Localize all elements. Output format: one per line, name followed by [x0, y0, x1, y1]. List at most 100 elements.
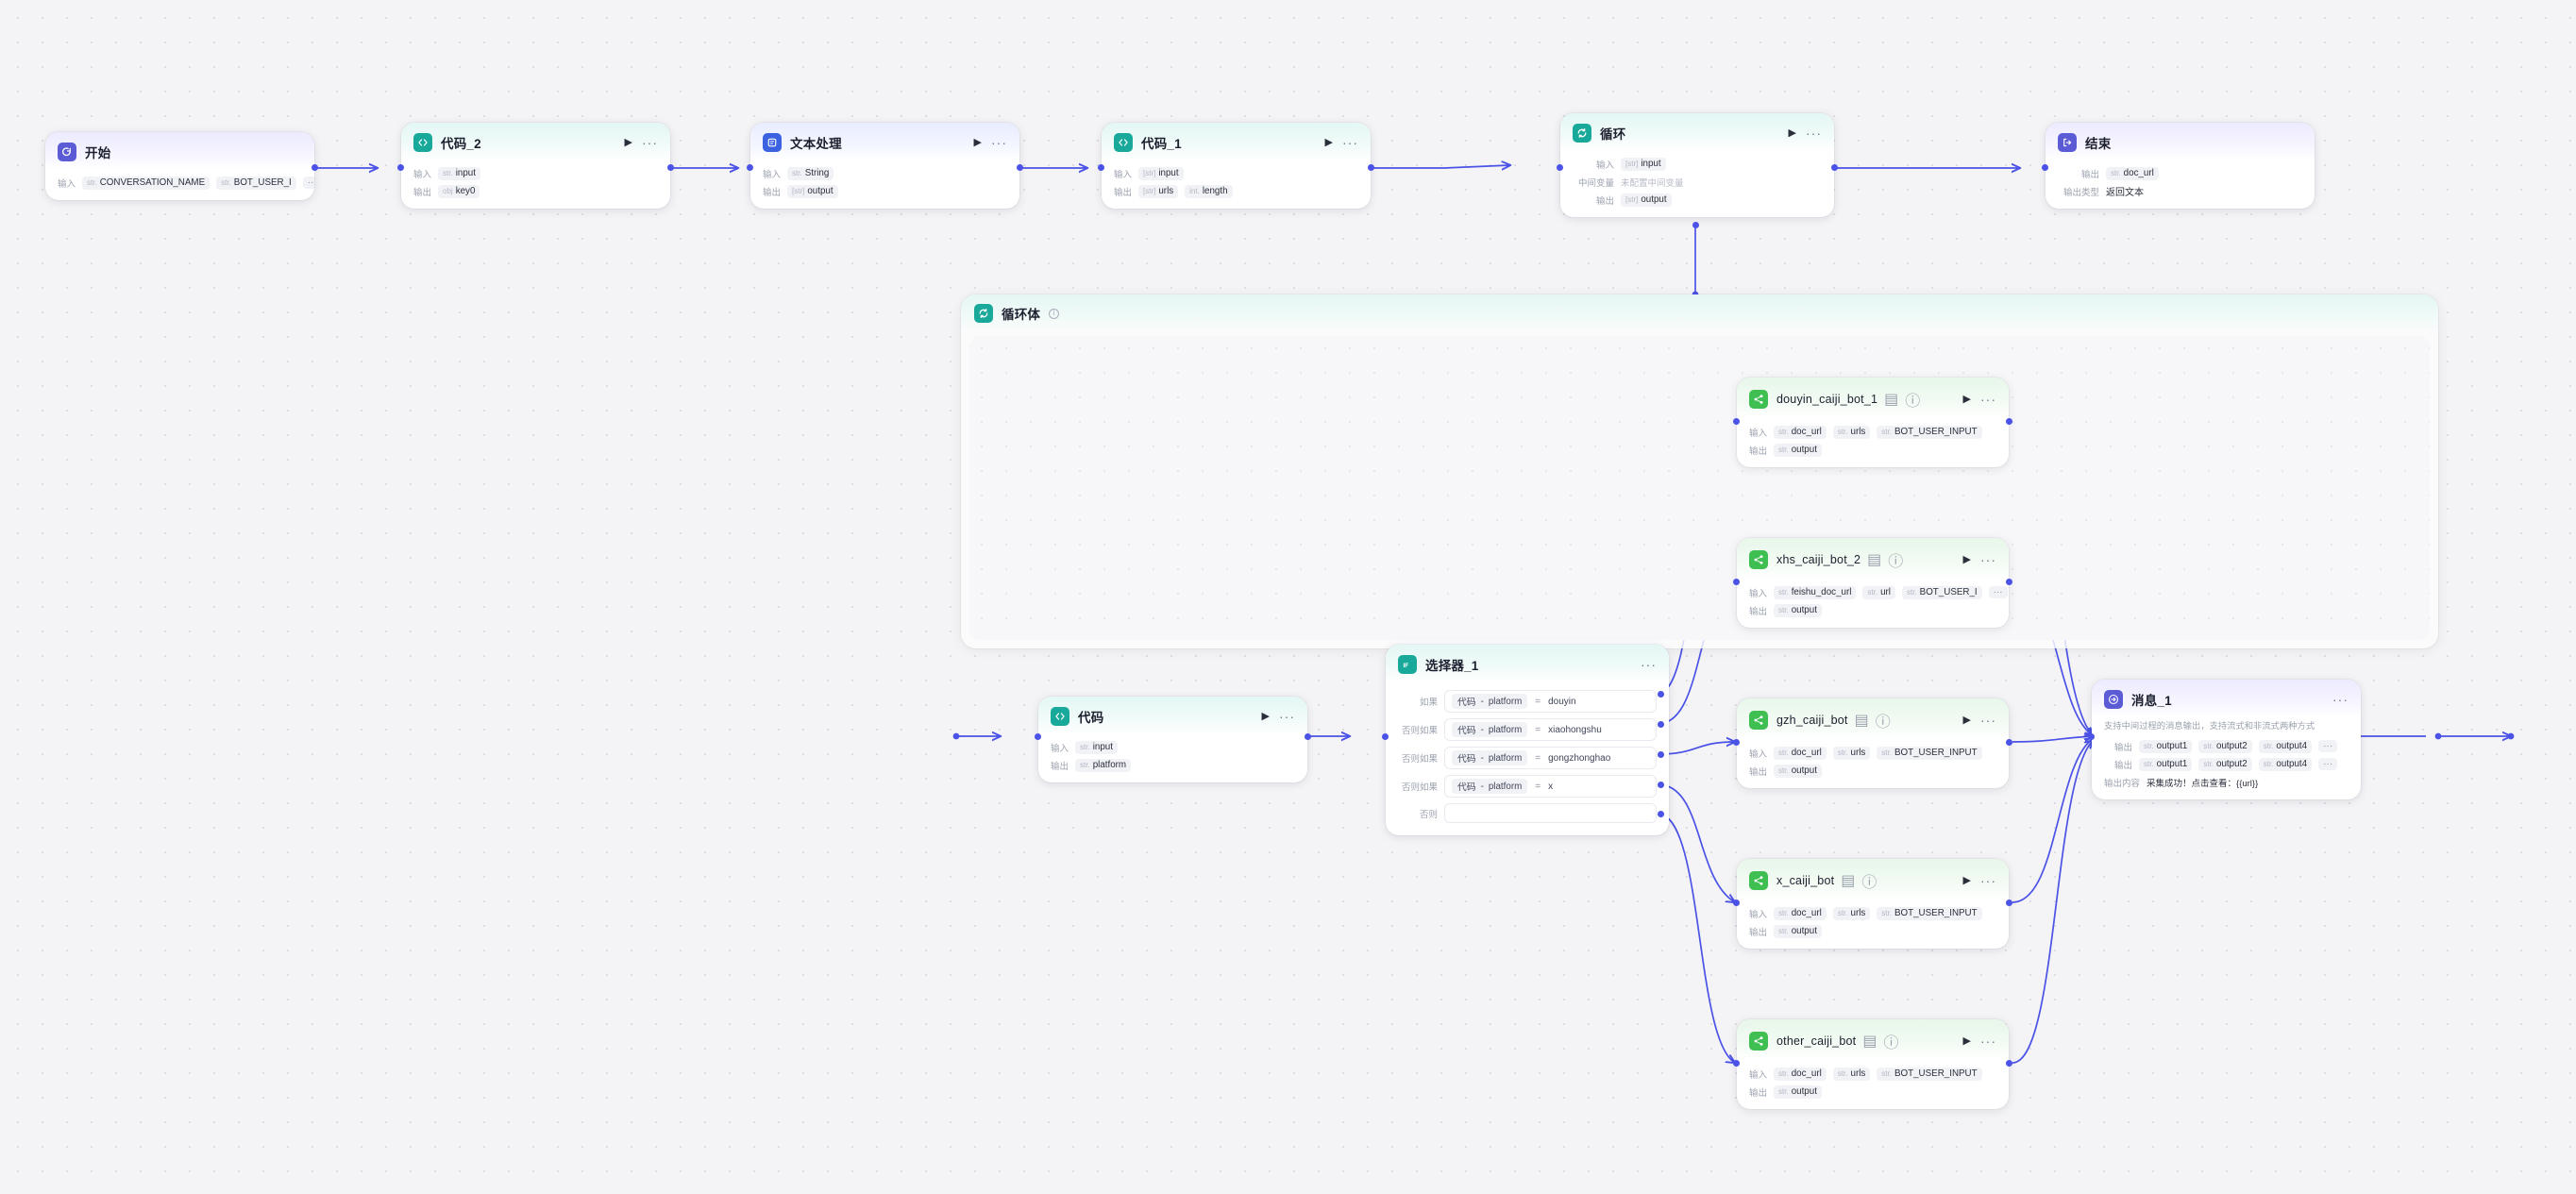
- more-icon[interactable]: ···: [1980, 713, 1996, 728]
- info-icon[interactable]: i: [1049, 308, 1060, 319]
- more-icon[interactable]: ···: [1806, 126, 1822, 141]
- port-x-in[interactable]: [1733, 900, 1740, 906]
- port-start-out[interactable]: [311, 164, 318, 171]
- run-icon[interactable]: ▶: [1261, 710, 1270, 722]
- condition-box[interactable]: 代码-platform = douyin: [1444, 690, 1657, 713]
- port-douyin-in[interactable]: [1733, 418, 1740, 425]
- node-code[interactable]: 代码 ▶ ··· 输入 str.input 输出 str.platform: [1038, 697, 1307, 782]
- node-message-1[interactable]: 消息_1 ··· 支持中间过程的消息输出，支持流式和非流式两种方式 输出 str…: [2092, 680, 2361, 799]
- node-start[interactable]: 开始 输入 str.CONVERSATION_NAME str.BOT_USER…: [45, 132, 314, 200]
- node-x-caiji-bot[interactable]: x_caiji_bot ▤ ⓘ ▶ ··· 输入 str.doc_url str…: [1737, 859, 2009, 949]
- run-icon[interactable]: ▶: [1962, 393, 1971, 405]
- condition-row[interactable]: 否则如果 代码-platform = gongzhonghao: [1398, 747, 1657, 769]
- port-other-out[interactable]: [2006, 1060, 2012, 1067]
- port-message-in[interactable]: [2088, 733, 2095, 740]
- node-gzh-caiji-bot[interactable]: gzh_caiji_bot ▤ ⓘ ▶ ··· 输入 str.doc_url s…: [1737, 698, 2009, 788]
- node-douyin-caiji-bot-1[interactable]: douyin_caiji_bot_1 ▤ ⓘ ▶ ··· 输入 str.doc_…: [1737, 378, 2009, 467]
- more-icon[interactable]: ···: [1342, 135, 1358, 150]
- port-text-process-in[interactable]: [747, 164, 753, 171]
- condition-row[interactable]: 否则如果 代码-platform = x: [1398, 775, 1657, 798]
- node-head-actions: ▶ ···: [1963, 874, 1996, 887]
- info-icon[interactable]: ⓘ: [1883, 1035, 1899, 1051]
- more-icon[interactable]: ···: [2332, 692, 2349, 707]
- run-icon[interactable]: ▶: [1324, 136, 1333, 148]
- port-loop-in[interactable]: [1557, 164, 1563, 171]
- more-icon[interactable]: ···: [1980, 873, 1996, 888]
- port-selector-branch-else[interactable]: [1658, 811, 1664, 817]
- node-title: 代码_2: [441, 137, 481, 151]
- node-code-1[interactable]: 代码_1 ▶ ··· 输入 [str]input 输出 [str]urls in…: [1102, 123, 1371, 209]
- more-icon[interactable]: ···: [1980, 1034, 1996, 1049]
- node-header: xhs_caiji_bot_2 ▤ ⓘ ▶ ···: [1737, 538, 2009, 580]
- run-icon[interactable]: ▶: [1962, 553, 1971, 565]
- port-selector-branch-4[interactable]: [1658, 782, 1664, 788]
- code-icon: [1114, 133, 1133, 152]
- node-header: douyin_caiji_bot_1 ▤ ⓘ ▶ ···: [1737, 378, 2009, 419]
- port-loop-out[interactable]: [1831, 164, 1838, 171]
- run-icon[interactable]: ▶: [1788, 126, 1796, 139]
- node-other-caiji-bot[interactable]: other_caiji_bot ▤ ⓘ ▶ ··· 输入 str.doc_url…: [1737, 1019, 2009, 1109]
- port-x-out[interactable]: [2006, 900, 2012, 906]
- port-gzh-in[interactable]: [1733, 739, 1740, 746]
- more-icon[interactable]: ···: [1980, 552, 1996, 567]
- node-selector-header: IF 选择器_1 ···: [1386, 645, 1669, 682]
- node-description: 支持中间过程的消息输出，支持流式和非流式两种方式: [2104, 721, 2315, 731]
- condition-row[interactable]: 否则如果 代码-platform = xiaohongshu: [1398, 718, 1657, 741]
- overflow-chip[interactable]: ···: [302, 177, 314, 189]
- port-selector-in[interactable]: [1382, 733, 1389, 740]
- port-other-in[interactable]: [1733, 1060, 1740, 1067]
- node-loop-body: 输入 [str]input 中间变量 未配置中间变量 输出 [str]outpu…: [1560, 151, 1834, 217]
- port-code-in[interactable]: [1035, 733, 1041, 740]
- node-loop[interactable]: 循环 ▶ ··· 输入 [str]input 中间变量 未配置中间变量 输出 […: [1560, 113, 1834, 217]
- port-text-process-out[interactable]: [1017, 164, 1023, 171]
- info-icon[interactable]: ⓘ: [1861, 875, 1877, 891]
- run-icon[interactable]: ▶: [973, 136, 982, 148]
- condition-box[interactable]: 代码-platform = xiaohongshu: [1444, 718, 1657, 741]
- port-loop-bottom[interactable]: [1692, 222, 1699, 228]
- node-text-process[interactable]: 文本处理 ▶ ··· 输入 str.String 输出 [str]output: [750, 123, 1019, 209]
- else-box[interactable]: [1444, 803, 1657, 823]
- port-code-1-out[interactable]: [1368, 164, 1374, 171]
- node-end[interactable]: 结束 输出 str.doc_url 输出类型 返回文本: [2046, 123, 2315, 209]
- input-label: 输入: [1749, 1069, 1768, 1081]
- port-code-1-in[interactable]: [1098, 164, 1104, 171]
- more-icon[interactable]: ···: [1641, 657, 1657, 672]
- condition-row-else[interactable]: 否则: [1398, 803, 1657, 823]
- run-icon[interactable]: ▶: [1962, 714, 1971, 726]
- port-end-in[interactable]: [2042, 164, 2048, 171]
- port-xhs-out[interactable]: [2006, 579, 2012, 585]
- run-icon[interactable]: ▶: [624, 136, 632, 148]
- condition-box[interactable]: 代码-platform = gongzhonghao: [1444, 747, 1657, 769]
- overflow-chip[interactable]: ···: [1988, 586, 2008, 598]
- port-gzh-out[interactable]: [2006, 739, 2012, 746]
- port-code-out[interactable]: [1305, 733, 1311, 740]
- port-douyin-out[interactable]: [2006, 418, 2012, 425]
- overflow-chip[interactable]: ···: [2318, 740, 2338, 752]
- port-code-2-out[interactable]: [667, 164, 674, 171]
- info-icon[interactable]: ⓘ: [1875, 715, 1891, 731]
- info-icon[interactable]: ⓘ: [1888, 554, 1904, 570]
- more-icon[interactable]: ···: [642, 135, 658, 150]
- info-icon[interactable]: ⓘ: [1905, 394, 1921, 410]
- io-chip: str.urls: [1832, 746, 1871, 760]
- run-icon[interactable]: ▶: [1962, 1034, 1971, 1047]
- node-selector[interactable]: IF 选择器_1 ··· 如果 代码-platform = douyin 否则如…: [1386, 645, 1669, 835]
- condition-operator: =: [1535, 724, 1541, 735]
- loop-body-container[interactable]: 循环体 i: [961, 294, 2438, 648]
- condition-row[interactable]: 如果 代码-platform = douyin: [1398, 690, 1657, 713]
- node-xhs-caiji-bot-2[interactable]: xhs_caiji_bot_2 ▤ ⓘ ▶ ··· 输入 str.feishu_…: [1737, 538, 2009, 628]
- more-icon[interactable]: ···: [991, 135, 1007, 150]
- port-code-2-in[interactable]: [397, 164, 404, 171]
- more-icon[interactable]: ···: [1980, 392, 1996, 407]
- port-selector-branch-1[interactable]: [1658, 691, 1664, 698]
- overflow-chip[interactable]: ···: [2318, 758, 2338, 770]
- port-selector-branch-2[interactable]: [1658, 721, 1664, 728]
- run-icon[interactable]: ▶: [1962, 874, 1971, 886]
- port-xhs-in[interactable]: [1733, 579, 1740, 585]
- io-row-output: 输出 [str]output: [763, 184, 1007, 198]
- port-selector-branch-3[interactable]: [1658, 751, 1664, 758]
- more-icon[interactable]: ···: [1279, 709, 1295, 724]
- condition-box[interactable]: 代码-platform = x: [1444, 775, 1657, 798]
